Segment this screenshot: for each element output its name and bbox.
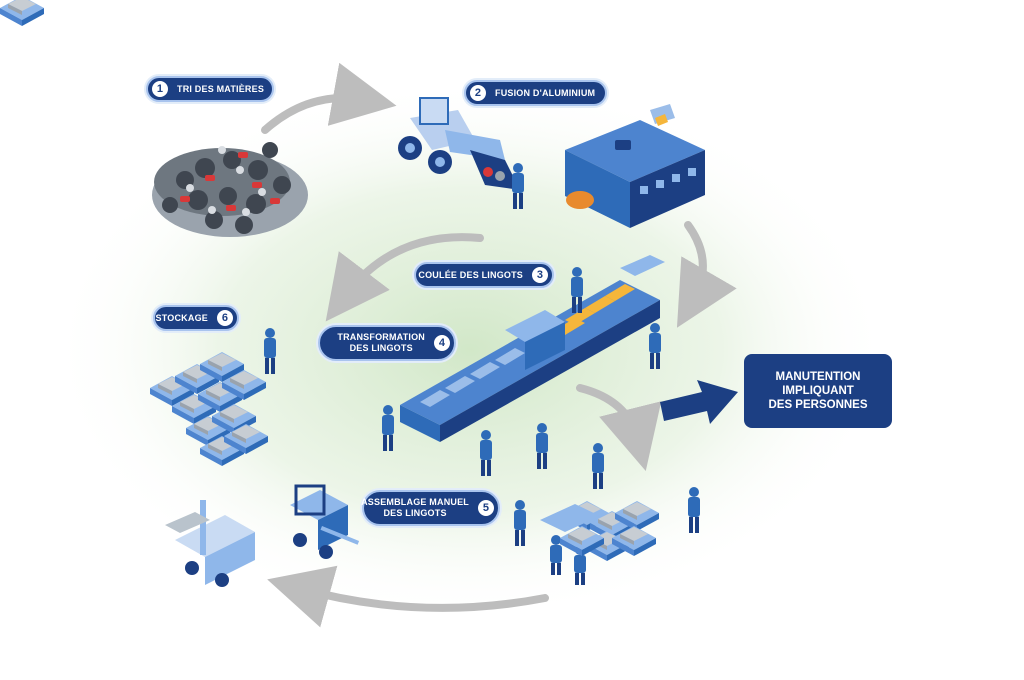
arrow-3-to-6: [325, 233, 484, 322]
cycle-arrows: [261, 62, 737, 628]
step-4-label: TRANSFORMATION DES LINGOTS 4: [318, 325, 456, 361]
result-box: MANUTENTION IMPLIQUANT DES PERSONNES: [744, 354, 892, 428]
step-1-number: 1: [151, 80, 169, 98]
casting-line-icon: [400, 255, 665, 442]
step-4-text: TRANSFORMATION DES LINGOTS: [329, 332, 433, 354]
result-line2: IMPLIQUANT: [782, 385, 854, 397]
furnace-icon: [565, 104, 705, 228]
assembly-pallet: [540, 504, 600, 532]
step-4-number: 4: [433, 334, 451, 352]
step-4-line2: DES LINGOTS: [349, 343, 413, 353]
step-3-text: COULÉE DES LINGOTS: [418, 270, 523, 280]
step-1-label: 1 TRI DES MATIÈRES: [146, 76, 274, 102]
step-5-line2: DES LINGOTS: [383, 508, 447, 518]
step-4-line1: TRANSFORMATION: [337, 332, 425, 342]
result-line1: MANUTENTION: [775, 371, 861, 383]
step-5-line1: ASSEMBLAGE MANUEL: [361, 497, 469, 507]
step-5-label: ASSEMBLAGE MANUEL DES LINGOTS 5: [361, 490, 500, 526]
step-6-text: STOCKAGE: [155, 313, 208, 323]
forklift-icon: [165, 484, 360, 587]
step-2-number: 2: [469, 84, 487, 102]
result-line3: DES PERSONNES: [768, 399, 868, 411]
arrow-right-icon: [660, 380, 738, 424]
wheel-loader-icon: [398, 97, 520, 190]
step-5-text: ASSEMBLAGE MANUEL DES LINGOTS: [353, 497, 477, 519]
scrap-pile-icon: [152, 142, 308, 237]
arrow-2-to-3: [676, 221, 737, 328]
step-5-number: 5: [477, 499, 495, 517]
arrow-4-to-5: [576, 384, 662, 472]
step-3-label: COULÉE DES LINGOTS 3: [414, 262, 554, 288]
step-2-label: 2 FUSION D'ALUMINIUM: [464, 80, 607, 106]
step-6-label: STOCKAGE 6: [153, 305, 239, 331]
ingot-pallet-icon: [0, 0, 659, 561]
step-3-number: 3: [531, 266, 549, 284]
step-6-number: 6: [216, 309, 234, 327]
arrow-5-to-forklift: [267, 565, 549, 628]
step-2-text: FUSION D'ALUMINIUM: [495, 88, 596, 98]
arrow-1-to-2: [261, 62, 397, 134]
worker-icon: [264, 163, 700, 585]
step-1-text: TRI DES MATIÈRES: [177, 84, 265, 94]
